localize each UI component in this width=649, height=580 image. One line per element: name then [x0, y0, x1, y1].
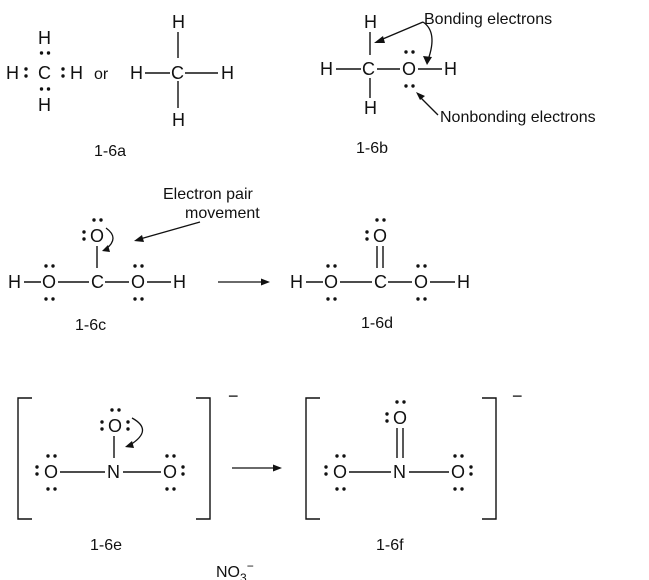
atom-o: O — [42, 272, 56, 292]
structure-1-6c: O H O C O H — [8, 218, 186, 301]
atom-o: O — [333, 462, 347, 482]
lone-pair-dots — [35, 408, 185, 491]
atom-c: C — [38, 63, 51, 83]
atom-o: O — [324, 272, 338, 292]
atom-n: N — [107, 462, 120, 482]
lone-pair-dots — [326, 218, 427, 301]
formula-main: NO — [216, 564, 240, 580]
label-1-6d: 1-6d — [361, 315, 393, 332]
label-1-6e: 1-6e — [90, 537, 122, 554]
atom-n: N — [393, 462, 406, 482]
structure-1-6a-line: H C H H H — [130, 12, 234, 130]
atom-h: H — [364, 98, 377, 118]
atom-o: O — [163, 462, 177, 482]
nonbonding-electrons-label: Nonbonding electrons — [440, 109, 596, 126]
atom-o: O — [373, 226, 387, 246]
atom-h: H — [8, 272, 21, 292]
atom-h: H — [290, 272, 303, 292]
arrowhead — [102, 245, 110, 252]
bonding-electrons-label: Bonding electrons — [424, 11, 552, 28]
annotation-line1: Electron pair — [163, 186, 253, 203]
structure-1-6e: − O O N O — [17, 386, 239, 520]
atom-h: H — [172, 12, 185, 32]
formula-superscript: − — [247, 559, 254, 573]
atom-h: H — [38, 28, 51, 48]
atom-o: O — [393, 408, 407, 428]
atom-h: H — [6, 63, 19, 83]
left-bracket — [305, 397, 320, 520]
charge-sign: − — [228, 386, 239, 406]
atom-c: C — [374, 272, 387, 292]
annotation-pointer — [134, 221, 201, 242]
atom-c: C — [171, 63, 184, 83]
atom-o: O — [108, 416, 122, 436]
atom-o: O — [90, 226, 104, 246]
atom-o: O — [451, 462, 465, 482]
reaction-arrow — [218, 278, 270, 286]
reaction-arrow — [232, 464, 282, 472]
atom-o: O — [131, 272, 145, 292]
atom-c: C — [362, 59, 375, 79]
annotation-line2: movement — [185, 205, 260, 222]
atom-h: H — [38, 95, 51, 115]
lone-pair-dots — [44, 218, 144, 301]
atom-h: H — [364, 12, 377, 32]
or-text: or — [94, 66, 109, 83]
curved-arrow — [129, 417, 144, 446]
formula-nitrate: NO3− — [216, 559, 254, 580]
structure-1-6d: O H O C O H — [290, 218, 470, 301]
bonding-electron-dots — [24, 51, 65, 91]
right-bracket — [482, 397, 497, 520]
structure-1-6a-dot: H H C H H — [6, 28, 83, 115]
structure-1-6f: − O O N O — [305, 386, 523, 520]
atom-h: H — [70, 63, 83, 83]
atom-c: C — [91, 272, 104, 292]
atom-h: H — [173, 272, 186, 292]
lone-pair-dots — [324, 400, 473, 491]
lone-pair-dots — [404, 50, 415, 88]
left-bracket — [17, 397, 32, 520]
structure-1-6b: H C O H H H — [320, 12, 457, 118]
atom-h: H — [457, 272, 470, 292]
atom-h: H — [130, 63, 143, 83]
curved-arrow — [105, 227, 114, 250]
label-1-6f: 1-6f — [376, 537, 404, 554]
atom-h: H — [221, 63, 234, 83]
label-1-6a: 1-6a — [94, 143, 126, 160]
arrowhead — [125, 441, 134, 448]
atom-h: H — [444, 59, 457, 79]
atom-o: O — [402, 59, 416, 79]
atom-o: O — [414, 272, 428, 292]
pointer-arrows — [374, 21, 439, 116]
formula-subscript: 3 — [240, 571, 247, 580]
label-1-6c: 1-6c — [75, 317, 106, 334]
right-bracket — [196, 397, 211, 520]
atom-h: H — [320, 59, 333, 79]
atom-o: O — [44, 462, 58, 482]
charge-sign: − — [512, 386, 523, 406]
atom-h: H — [172, 110, 185, 130]
label-1-6b: 1-6b — [356, 140, 388, 157]
